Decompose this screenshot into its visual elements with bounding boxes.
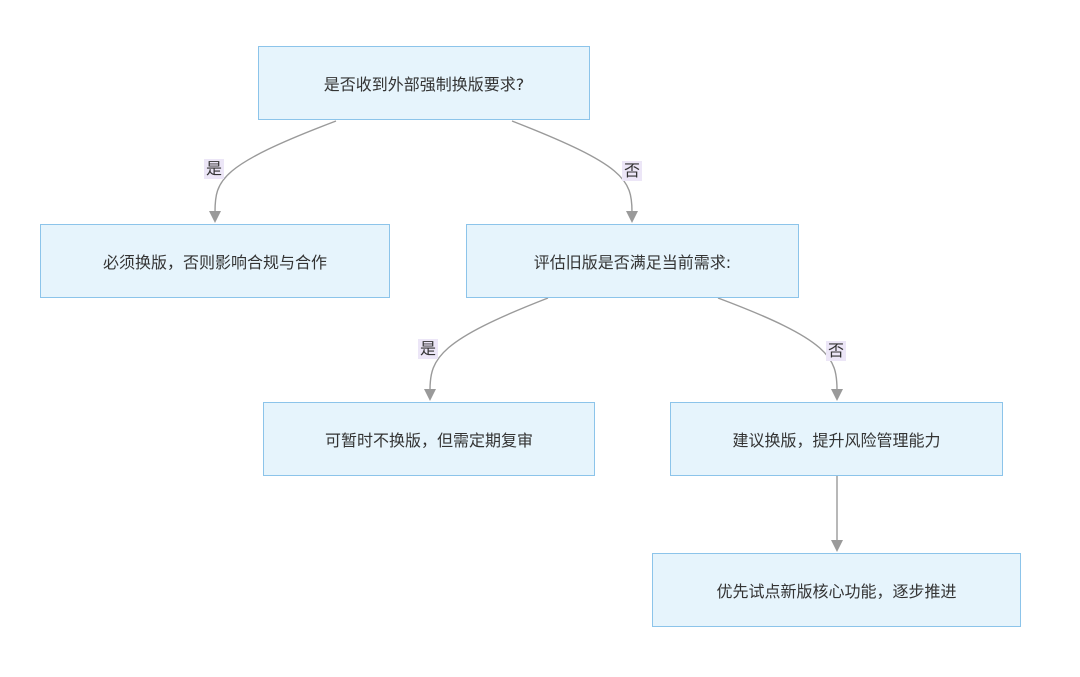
node-label: 是否收到外部强制换版要求? [323, 75, 525, 94]
node-label: 建议换版，提升风险管理能力 [732, 431, 941, 450]
node-label: 评估旧版是否满足当前需求: [533, 253, 732, 272]
edge-q1-to-must [214, 120, 337, 213]
arrow-suggest-to-pilot [831, 540, 843, 552]
arrow-q1-to-must [209, 211, 221, 223]
node-pilot-core-features: 优先试点新版核心功能，逐步推进 [652, 553, 1021, 627]
node-suggest-upgrade: 建议换版，提升风险管理能力 [670, 402, 1003, 476]
edge-label-yes: 是 [418, 339, 439, 359]
node-defer-upgrade: 可暂时不换版，但需定期复审 [263, 402, 595, 476]
node-must-upgrade: 必须换版，否则影响合规与合作 [40, 224, 390, 298]
node-external-requirement-question: 是否收到外部强制换版要求? [258, 46, 590, 120]
arrow-q1-to-q2 [626, 211, 638, 223]
edge-label-no: 否 [826, 341, 847, 361]
edge-label-yes: 是 [204, 159, 225, 179]
arrow-q2-to-defer [424, 389, 436, 401]
node-evaluate-old-version-question: 评估旧版是否满足当前需求: [466, 224, 799, 298]
node-label: 优先试点新版核心功能，逐步推进 [716, 582, 957, 601]
edge-q2-to-suggest [717, 297, 838, 391]
node-label: 可暂时不换版，但需定期复审 [324, 431, 533, 450]
edge-q2-to-defer [429, 297, 549, 391]
edge-q1-to-q2 [511, 120, 633, 213]
edge-label-no: 否 [622, 161, 643, 181]
node-label: 必须换版，否则影响合规与合作 [102, 253, 327, 272]
arrow-q2-to-suggest [831, 389, 843, 401]
